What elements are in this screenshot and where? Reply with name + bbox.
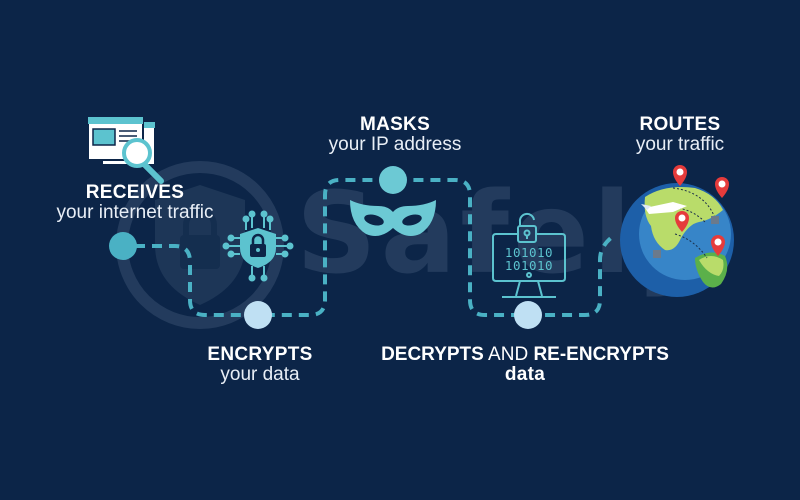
browser-search-icon [87, 116, 164, 184]
step-subtitle: your IP address [328, 133, 462, 155]
step-decrypts-label: DECRYPTS AND RE-ENCRYPTS data [355, 345, 695, 385]
step-encrypts-label: ENCRYPTS your data [170, 345, 350, 385]
map-pin-icon [711, 235, 725, 256]
step-title-part: DECRYPTS [381, 344, 484, 365]
step-subtitle: your data [220, 363, 300, 385]
map-pin-icon [673, 165, 687, 186]
globe-map-pins-icon [620, 165, 734, 297]
step-routes-label: ROUTES your traffic [590, 115, 770, 155]
step-subtitle: data [504, 363, 546, 385]
map-pin-icon [675, 211, 689, 232]
step-receives-label: RECEIVES your internet traffic [20, 183, 250, 223]
step-title: RECEIVES [85, 182, 185, 203]
binary-line: 101010 [504, 245, 554, 260]
node-encrypts [244, 301, 272, 329]
step-title-part: RE-ENCRYPTS [533, 344, 669, 365]
node-decrypts [514, 301, 542, 329]
step-title: ENCRYPTS [207, 344, 313, 365]
computer-unlock-binary-icon: 101010 101010 [490, 212, 568, 302]
shield-lock-circuit-icon [222, 210, 294, 282]
step-title: ROUTES [639, 114, 721, 135]
step-title-part: AND [483, 344, 534, 365]
step-subtitle: your internet traffic [56, 201, 214, 223]
mask-icon [350, 200, 436, 236]
binary-line: 101010 [504, 258, 554, 273]
step-title: MASKS [359, 114, 431, 135]
step-subtitle: your traffic [635, 133, 725, 155]
map-pin-icon [715, 177, 729, 198]
node-receives [109, 232, 137, 260]
step-masks-label: MASKS your IP address [300, 115, 490, 155]
node-masks [379, 166, 407, 194]
